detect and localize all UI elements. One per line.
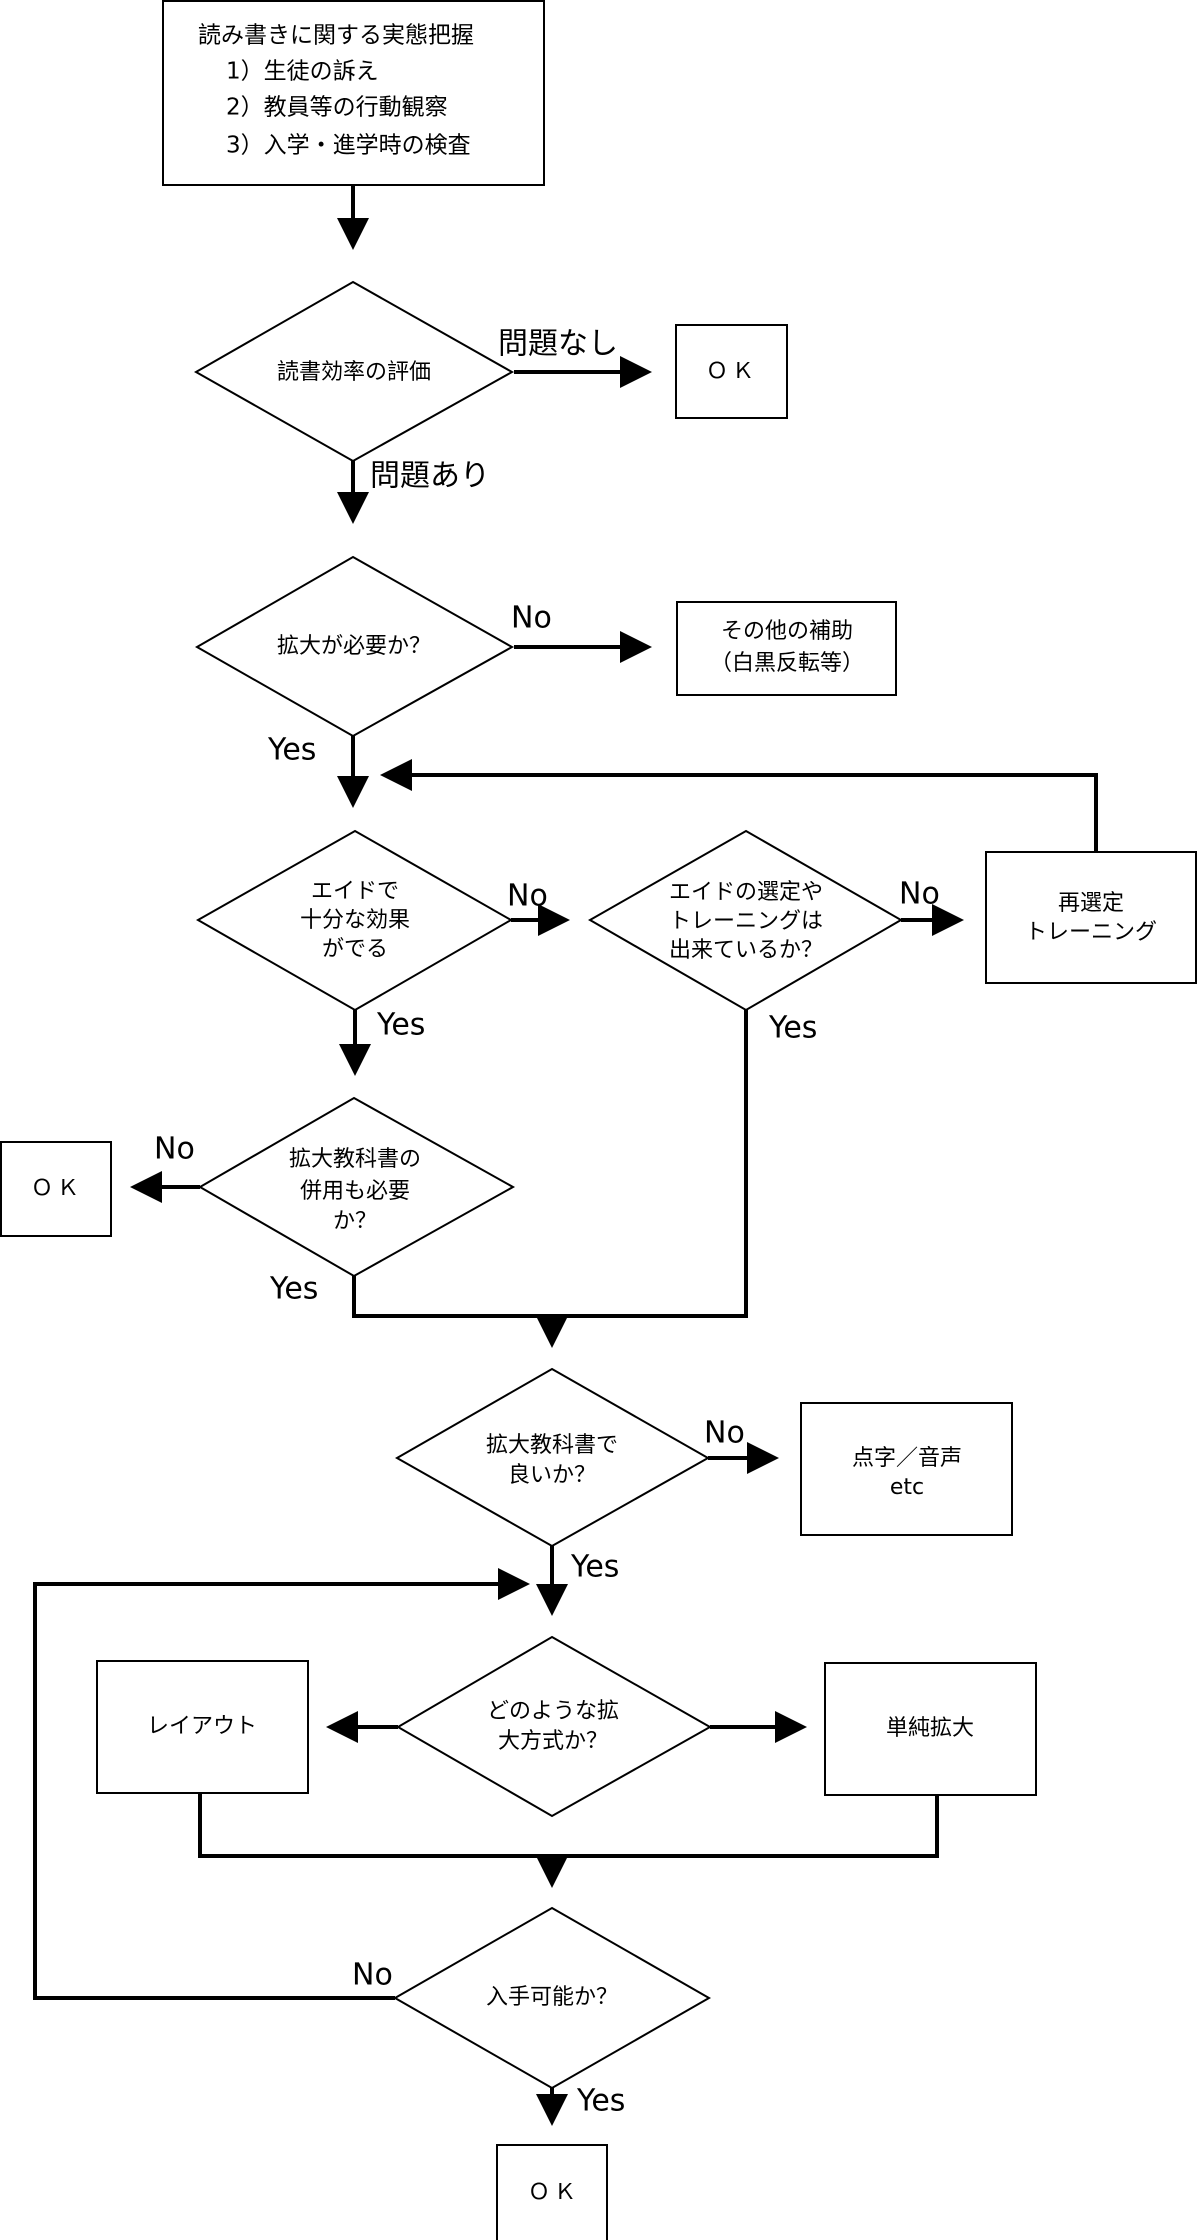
edge-label-yes: Yes	[267, 733, 316, 768]
decision-reading-efficiency: 読書効率の評価	[193, 280, 515, 463]
edge-label-yes: Yes	[570, 1550, 619, 1585]
edge-label-yes: Yes	[576, 2084, 625, 2119]
start-item-3: 3）入学・進学時の検査	[226, 133, 471, 159]
node-text-line: 十分な効果	[300, 908, 410, 933]
node-text-line: 入手可能か？	[486, 1985, 618, 2010]
node-text-line: 良いか？	[508, 1463, 596, 1488]
node-text-line: どのような拡	[487, 1699, 619, 1724]
node-text-line: トレーニングは	[669, 909, 823, 934]
node-text-line: その他の補助	[721, 619, 853, 644]
node-other-aid: その他の補助 （白黒反転等）	[676, 601, 897, 696]
decision-text: 拡大が必要か？	[277, 634, 431, 659]
decision-enlarge-needed: 拡大が必要か？	[194, 555, 515, 738]
node-text-line: 再選定	[1058, 891, 1124, 916]
edge-label-no-problem: 問題なし	[498, 327, 618, 362]
ok-text: ＯＫ	[706, 359, 758, 384]
decision-enlarge-method: どのような拡 大方式か？	[396, 1635, 713, 1818]
node-text-line: レイアウト	[147, 1714, 257, 1739]
edge-reselect-loop	[380, 759, 1098, 852]
connectors	[33, 186, 1098, 2126]
node-ok-3: ＯＫ	[496, 2144, 608, 2240]
node-text-line: エイドの選定や	[669, 880, 823, 905]
edge-label-no: No	[899, 877, 940, 912]
edge-label-no: No	[511, 601, 552, 636]
decision-combined-use: 拡大教科書の 併用も必要 か？	[198, 1096, 516, 1278]
edge-methods-merge	[198, 1793, 939, 1858]
node-text-line: 点字／音声	[852, 1446, 962, 1471]
edge-label-no: No	[352, 1958, 393, 1993]
node-text-line: （白黒反転等）	[710, 651, 864, 676]
node-text-line: 拡大教科書の	[289, 1147, 421, 1172]
node-simple-enlargement: 単純拡大	[824, 1662, 1037, 1796]
node-reselect-training: 再選定 トレーニング	[985, 851, 1197, 984]
edge-label-no: No	[507, 879, 548, 914]
node-text-line: 単純拡大	[886, 1716, 974, 1741]
ok-text: ＯＫ	[31, 1176, 83, 1201]
edge-available-loop	[33, 1568, 530, 2000]
decision-aid-selected: エイドの選定や トレーニングは 出来ているか？	[587, 829, 903, 1012]
edge-labels: 問題なし 問題あり No Yes No No Yes Yes No Yes No…	[154, 327, 940, 2119]
node-braille-audio: 点字／音声 etc	[800, 1402, 1013, 1536]
node-text-line: がでる	[322, 937, 388, 962]
node-text-line: 拡大教科書で	[486, 1433, 618, 1458]
node-text-line: トレーニング	[1025, 920, 1157, 945]
edge-label-problem: 問題あり	[370, 459, 490, 494]
node-layout: レイアウト	[96, 1660, 309, 1794]
decision-text: 読書効率の評価	[277, 360, 431, 385]
start-title: 読み書きに関する実態把握	[198, 23, 474, 49]
node-text-line: 大方式か？	[498, 1729, 608, 1754]
node-text-line: か？	[333, 1209, 377, 1234]
start-item-1: 1）生徒の訴え	[226, 59, 379, 85]
decision-available: 入手可能か？	[392, 1906, 712, 2090]
start-item-2: 2）教員等の行動観察	[226, 95, 448, 121]
edge-label-no: No	[704, 1416, 745, 1451]
node-ok-1: ＯＫ	[675, 324, 788, 419]
decision-aid-effect: エイドで 十分な効果 がでる	[195, 829, 514, 1012]
node-text-line: etc	[890, 1475, 924, 1500]
node-ok-2: ＯＫ	[0, 1141, 112, 1237]
node-text-line: 出来ているか？	[669, 938, 823, 963]
node-text-line: エイドで	[311, 879, 399, 904]
edge-label-no: No	[154, 1132, 195, 1167]
edge-label-yes: Yes	[376, 1008, 425, 1043]
decision-textbook-ok: 拡大教科書で 良いか？	[394, 1367, 711, 1548]
edge-label-yes: Yes	[269, 1272, 318, 1307]
edge-label-yes: Yes	[768, 1011, 817, 1046]
node-start: 読み書きに関する実態把握 1）生徒の訴え 2）教員等の行動観察 3）入学・進学時…	[162, 0, 545, 186]
node-text-line: 併用も必要	[300, 1179, 410, 1204]
ok-text: ＯＫ	[528, 2180, 580, 2205]
